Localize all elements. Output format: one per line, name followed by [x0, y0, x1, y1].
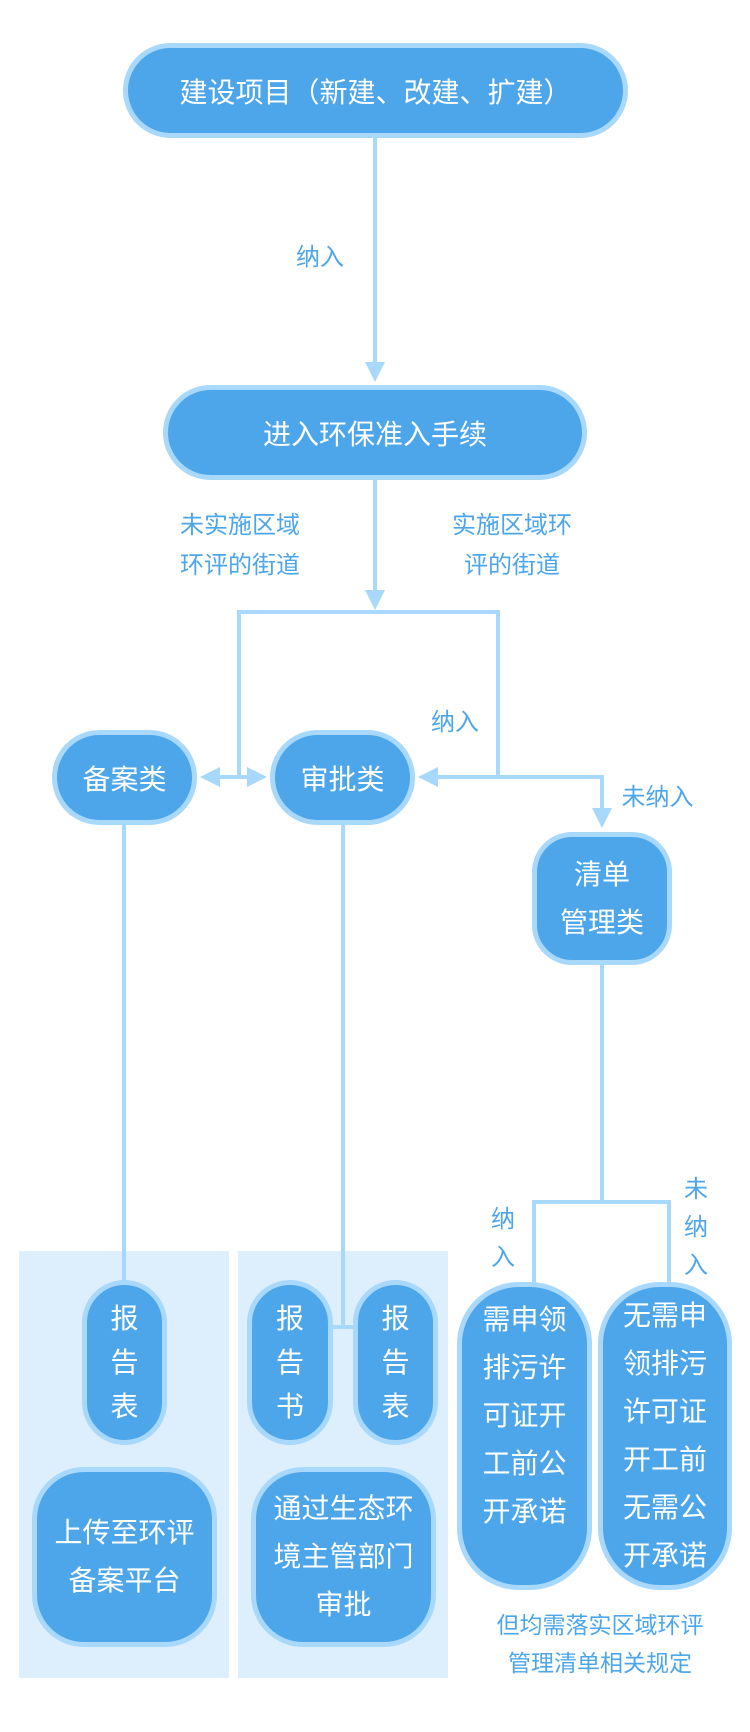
- construction-project-node: 建设项目（新建、改建、扩建）: [123, 43, 628, 138]
- filing-report-form-node: 报 告 表: [82, 1280, 167, 1445]
- label-not-implemented-streets: 未实施区域 环评的街道: [180, 511, 300, 579]
- no-permit-node: 无需申 领排污 许可证 开工前 无需公 开承诺: [598, 1282, 732, 1590]
- filing-class-node: 备案类: [52, 730, 197, 825]
- label-included-bottom: 纳 入: [491, 1205, 515, 1271]
- approval-report-book-node: 报 告 书: [247, 1280, 333, 1445]
- upload-platform-node: 上传至环评 备案平台: [32, 1467, 217, 1647]
- eia-access-node: 进入环保准入手续: [163, 385, 587, 480]
- label-not-included-mid: 未纳入: [621, 783, 694, 811]
- need-permit-node: 需申领 排污许 可证开 工前公 开承诺: [457, 1282, 592, 1590]
- label-not-included-bottom: 未 纳 入: [684, 1175, 708, 1279]
- label-implemented-streets: 实施区域环 评的街道: [452, 511, 572, 579]
- approval-authority-node: 通过生态环 境主管部门 审批: [251, 1467, 436, 1647]
- approval-class-node: 审批类: [270, 730, 415, 825]
- label-included-mid: 纳入: [431, 708, 479, 736]
- footer-note: 但均需落实区域环评 管理清单相关规定: [496, 1613, 704, 1677]
- label-included-top: 纳入: [296, 243, 344, 271]
- connector-list-split: [532, 1200, 671, 1282]
- list-management-node: 清单 管理类: [532, 832, 672, 965]
- connector-split-bracket: [237, 610, 500, 777]
- connector-to-list-management: [498, 775, 612, 828]
- approval-report-form-node: 报 告 表: [353, 1280, 438, 1445]
